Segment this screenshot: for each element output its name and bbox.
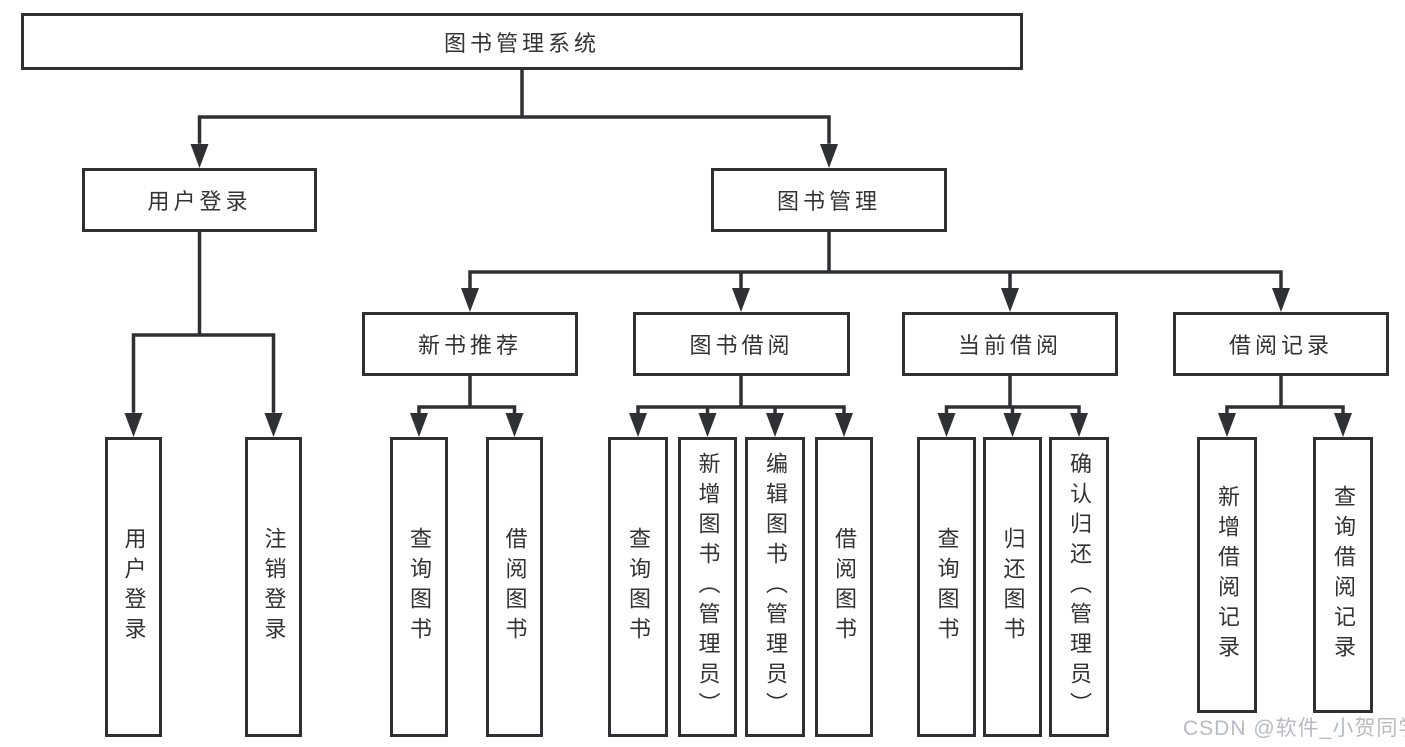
arrow-icon — [698, 413, 717, 437]
node-query-books-2: 查询图书 — [608, 437, 668, 737]
node-borrow-books-1: 借阅图书 — [486, 437, 543, 737]
arrow-icon — [505, 413, 524, 437]
arrow-icon — [1334, 413, 1352, 437]
node-borrow-books-2: 借阅图书 — [815, 437, 873, 737]
node-user-login: 用户登录 — [82, 168, 317, 232]
node-query-books-1: 查询图书 — [390, 437, 448, 737]
arrow-icon — [937, 413, 956, 437]
arrow-icon — [124, 413, 143, 437]
node-logout-action: 注销登录 — [245, 437, 302, 737]
node-label: 查询图书 — [934, 527, 960, 647]
node-label: 注销登录 — [261, 527, 287, 647]
node-edit-book-admin: 编辑图书（管理员） — [745, 437, 805, 737]
node-label: 借阅图书 — [832, 527, 857, 647]
node-borrow-records: 借阅记录 — [1173, 312, 1389, 376]
node-label: 新增借阅记录 — [1215, 485, 1240, 665]
arrow-icon — [820, 144, 838, 168]
node-query-books-3: 查询图书 — [917, 437, 976, 737]
arrow-icon — [1001, 288, 1019, 312]
node-add-borrow-record: 新增借阅记录 — [1197, 437, 1257, 713]
arrow-icon — [461, 288, 479, 312]
csdn-watermark: CSDN @软件_小贺同学 — [1183, 717, 1405, 740]
node-label: 查询图书 — [626, 527, 651, 647]
arrow-icon — [1218, 413, 1236, 437]
node-label: 借阅图书 — [502, 527, 528, 647]
connector-book-borrow-children — [636, 374, 846, 414]
node-book-management: 图书管理 — [711, 168, 947, 232]
connector-book-mgmt-level3 — [468, 230, 1283, 289]
node-current-borrowing: 当前借阅 — [902, 312, 1118, 376]
node-label: 查询借阅记录 — [1331, 485, 1356, 665]
connector-user-login-children — [131, 230, 276, 413]
arrow-icon — [1070, 413, 1088, 437]
node-query-borrow-record: 查询借阅记录 — [1313, 437, 1373, 713]
arrow-icon — [1272, 288, 1290, 312]
node-add-book-admin: 新增图书（管理员） — [678, 437, 737, 737]
node-label: 新增图书（管理员） — [695, 452, 721, 722]
arrow-icon — [190, 144, 209, 168]
arrow-icon — [1003, 413, 1022, 437]
node-label: 查询图书 — [407, 527, 432, 647]
arrow-icon — [835, 413, 853, 437]
node-label: 编辑图书（管理员） — [763, 452, 788, 722]
node-new-book-recommend: 新书推荐 — [362, 312, 578, 376]
node-book-borrowing: 图书借阅 — [633, 312, 850, 376]
connector-borrow-records-children — [1225, 374, 1345, 414]
node-confirm-return-admin: 确认归还（管理员） — [1049, 437, 1109, 737]
arrow-icon — [629, 413, 647, 437]
arrow-icon — [766, 413, 784, 437]
node-label: 用户登录 — [121, 527, 147, 647]
arrow-icon — [732, 288, 750, 312]
arrow-icon — [264, 413, 283, 437]
node-library-system: 图书管理系统 — [21, 13, 1023, 70]
arrowheads — [124, 144, 1352, 437]
node-return-books: 归还图书 — [983, 437, 1042, 737]
node-user-login-action: 用户登录 — [105, 437, 162, 737]
node-label: 确认归还（管理员） — [1067, 452, 1092, 722]
connector-current-borrow-children — [944, 374, 1081, 414]
arrow-icon — [410, 413, 428, 437]
connector-root-to-level2 — [197, 68, 831, 144]
connector-new-books-children — [417, 374, 517, 414]
node-label: 归还图书 — [1000, 527, 1026, 647]
